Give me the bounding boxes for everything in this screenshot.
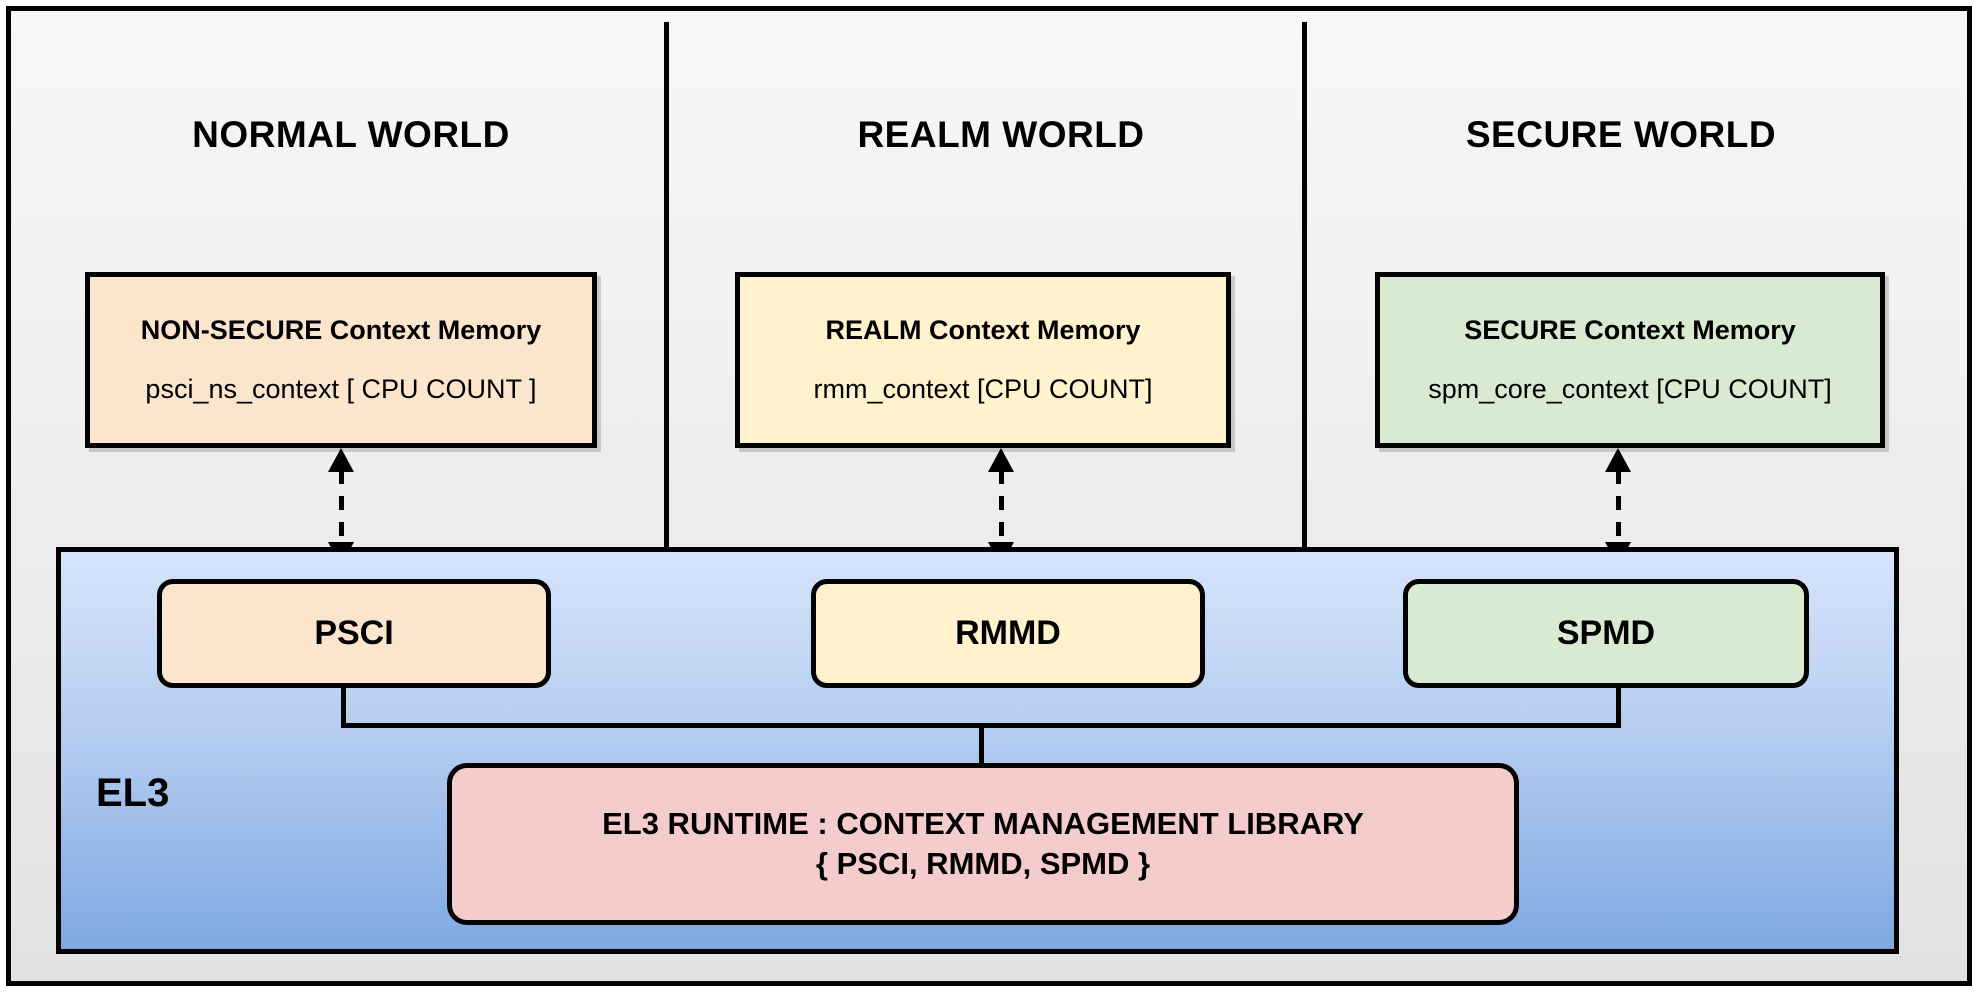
dispatcher-box-rmmd: RMMD [811,579,1205,688]
el3-runtime-line1: EL3 RUNTIME : CONTEXT MANAGEMENT LIBRARY [602,806,1364,842]
arrow-stem-dashed [1616,470,1621,544]
el3-label: EL3 [96,771,170,815]
diagram-outer-frame: NORMAL WORLD REALM WORLD SECURE WORLD NO… [6,6,1972,986]
context-memory-subtitle-secure: spm_core_context [CPU COUNT] [1428,374,1832,404]
connector-psci-vertical [341,688,346,728]
world-title-realm: REALM WORLD [857,114,1145,155]
world-divider-normal-realm [664,22,669,547]
arrow-stem-dashed [999,470,1004,544]
arrow-head-up-icon [988,448,1014,472]
context-memory-box-realm: REALM Context Memory rmm_context [CPU CO… [735,272,1231,448]
el3-runtime-context-management-box: EL3 RUNTIME : CONTEXT MANAGEMENT LIBRARY… [447,763,1519,925]
dispatcher-box-spmd: SPMD [1403,579,1809,688]
world-divider-realm-secure [1302,22,1307,547]
context-memory-box-secure: SECURE Context Memory spm_core_context [… [1375,272,1885,448]
context-memory-subtitle-non-secure: psci_ns_context [ CPU COUNT ] [145,374,537,404]
el3-runtime-line2: { PSCI, RMMD, SPMD } [815,846,1151,881]
context-memory-title-secure: SECURE Context Memory [1464,315,1796,345]
arrow-head-up-icon [1605,448,1631,472]
world-title-normal: NORMAL WORLD [192,114,510,155]
context-memory-title-realm: REALM Context Memory [825,315,1141,345]
arrow-stem-dashed [339,470,344,544]
dispatcher-box-psci: PSCI [157,579,551,688]
arrow-head-up-icon [328,448,354,472]
connector-spmd-vertical [1616,688,1621,728]
context-memory-subtitle-realm: rmm_context [CPU COUNT] [813,374,1153,404]
connector-runtime-vertical [979,723,984,768]
context-memory-box-non-secure: NON-SECURE Context Memory psci_ns_contex… [85,272,597,448]
world-title-secure: SECURE WORLD [1465,114,1777,155]
context-memory-title-non-secure: NON-SECURE Context Memory [140,315,542,345]
